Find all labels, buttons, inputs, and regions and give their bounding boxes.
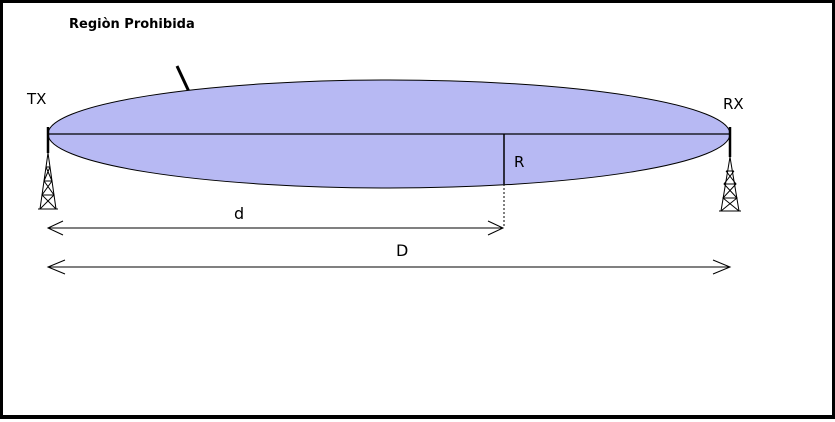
total-distance-arrow xyxy=(46,259,732,275)
total-distance-label: D xyxy=(396,241,408,260)
partial-distance-arrow xyxy=(46,220,505,236)
rx-tower-icon xyxy=(719,127,741,212)
tx-tower-icon xyxy=(38,127,58,210)
radius-label: R xyxy=(514,153,524,171)
fresnel-zone-diagram: Regiòn Prohibida R TX RX d xyxy=(26,17,744,275)
partial-distance-label: d xyxy=(234,204,244,223)
diagram-title: Regiòn Prohibida xyxy=(69,17,195,32)
rx-label: RX xyxy=(723,95,744,113)
tx-label: TX xyxy=(26,90,46,108)
